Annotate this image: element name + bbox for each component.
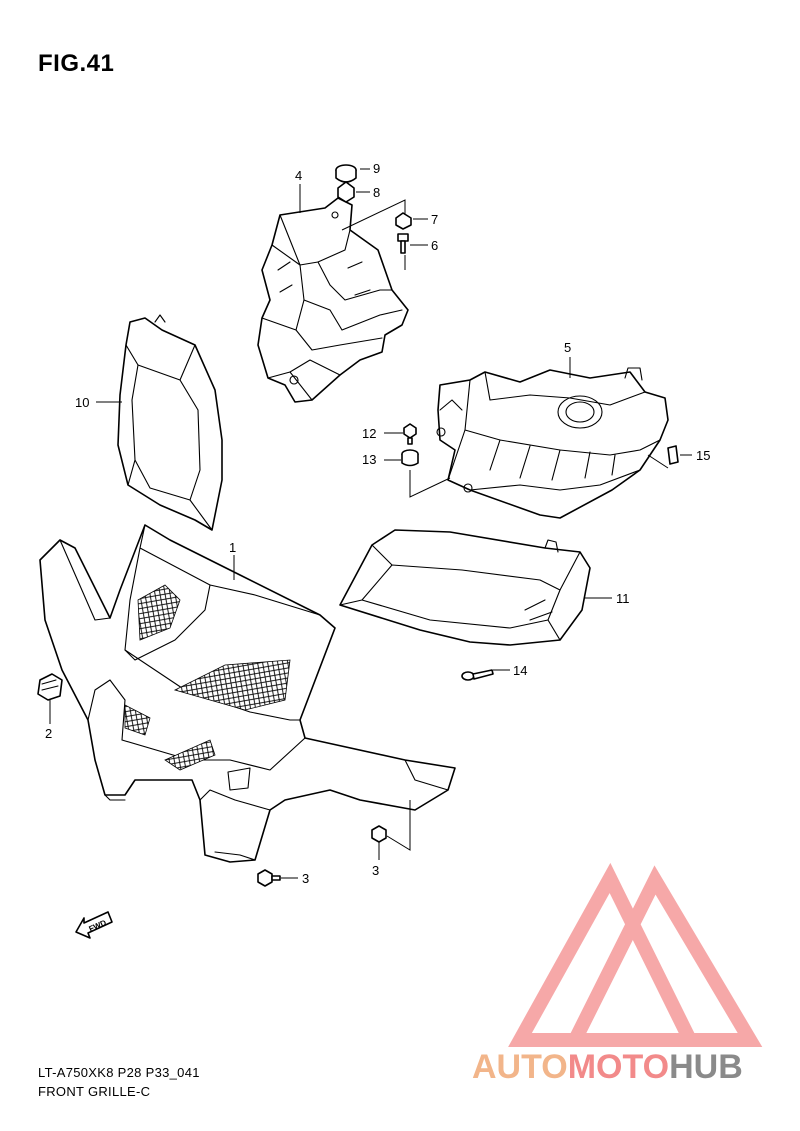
callout-2: 2 [45,726,52,741]
part-5-tray [436,367,669,519]
svg-text:AUTOMOTOHUB: AUTOMOTOHUB [472,1048,743,1086]
callout-7: 7 [431,212,438,227]
leader-lines [49,168,692,879]
callout-6: 6 [431,238,438,253]
part-11-right-bezel [339,529,591,646]
part-12-bolt [403,423,417,445]
callout-9: 9 [373,161,380,176]
watermark-hub: HUB [669,1048,743,1086]
callout-15: 15 [696,448,710,463]
callout-5: 5 [564,340,571,355]
watermark-text: AUTOMOTOHUB [472,1048,743,1086]
watermark-moto: MOTO [568,1048,669,1086]
part-9-grommet [335,164,357,183]
callout-12: 12 [362,426,376,441]
figure-title: FIG.41 [38,50,115,77]
callout-3b: 3 [372,863,379,878]
part-3-bolt-lower [257,869,281,887]
part-10-left-bezel [117,314,223,531]
callout-4: 4 [295,168,302,183]
part-14-screw [461,669,494,681]
callout-8: 8 [373,185,380,200]
part-15-clip [667,445,679,465]
callout-labels: 1 2 3 3 4 5 6 7 8 9 10 11 12 13 14 15 [45,161,710,886]
callout-14: 14 [513,663,527,678]
part-4-housing [257,197,409,403]
callout-1: 1 [229,540,236,555]
figure-model-code: LT-A750XK8 P28 P33_041 [38,1065,200,1080]
callout-11: 11 [616,591,630,606]
callout-10: 10 [75,395,89,410]
callout-13: 13 [362,452,376,467]
part-2-clip [37,673,63,701]
fwd-arrow-icon: FWD [75,911,113,939]
figure-name: FRONT GRILLE-C [38,1084,151,1099]
part-1-front-grille [39,524,456,863]
part-6-bolt [397,233,409,254]
watermark-logo [508,862,763,1047]
part-8-collar [337,181,355,203]
part-3-bolt-right [371,825,387,843]
watermark-auto: AUTO [472,1048,568,1086]
callout-3a: 3 [302,871,309,886]
part-13-collar [401,449,419,467]
part-7-nut [395,212,412,230]
